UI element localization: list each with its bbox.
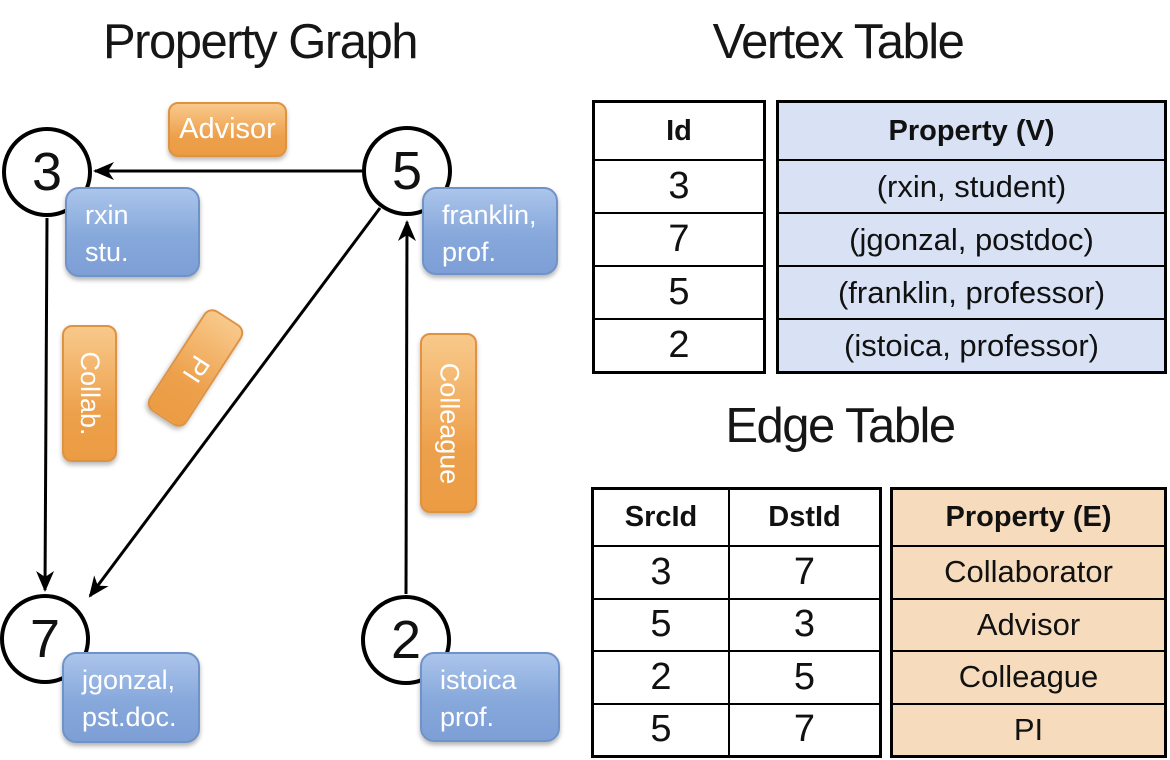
node-label-7: jgonzal, pst.doc.	[62, 652, 200, 743]
vertex-row-property: (istoica, professor)	[779, 318, 1164, 371]
edge-row-srcid: 5	[594, 702, 728, 756]
vertex-col-header-id: Id	[666, 114, 692, 147]
edge-row-property: Collaborator	[893, 545, 1164, 598]
edge-row-property: Colleague	[893, 650, 1164, 703]
node-label-5: franklin, prof.	[422, 187, 558, 275]
node-label-7-line2: pst.doc.	[82, 702, 177, 732]
vertex-row-id: 3	[595, 159, 763, 212]
node-id-3: 3	[31, 142, 63, 202]
vertex-row-property: (rxin, student)	[779, 159, 1164, 212]
vertex-col-header-property: Property (V)	[888, 114, 1055, 147]
edge-row-srcid: 5	[594, 597, 728, 651]
vertex-table-title: Vertex Table	[712, 15, 965, 69]
node-label-3-line1: rxin	[85, 200, 129, 230]
node-id-5: 5	[391, 141, 423, 201]
edge-col-header-srcid: SrcId	[624, 501, 698, 533]
edge-row-srcid: 2	[594, 650, 728, 703]
edge-row-dstid: 3	[728, 597, 879, 650]
graph-edges-svg	[36, 162, 416, 598]
edge-line-pi	[88, 207, 382, 598]
vertex-table-id-column: Id 3 7 5 2	[592, 100, 766, 374]
edge-table-property-column: Property (E) Collaborator Advisor Collea…	[890, 487, 1167, 758]
vertex-row-id: 2	[595, 318, 763, 371]
node-label-7-line1: jgonzal,	[82, 665, 176, 695]
edge-line-collab	[36, 217, 55, 592]
edge-label-collab: Collab.	[62, 325, 117, 462]
edge-table-title: Edge Table	[725, 399, 956, 453]
edge-row-dstid: 7	[728, 702, 879, 755]
node-label-2: istoica prof.	[420, 652, 560, 742]
edge-table-id-columns: SrcId DstId 3 7 5 3 2 5 5 7	[591, 487, 882, 758]
node-label-2-line1: istoica	[440, 665, 517, 695]
edge-label-advisor: Advisor	[168, 102, 287, 157]
edge-row-dstid: 5	[728, 650, 879, 703]
node-label-2-line2: prof.	[440, 702, 495, 732]
node-label-5-line2: prof.	[442, 237, 497, 267]
edge-label-colleague: Colleague	[420, 333, 477, 513]
edge-row-property: PI	[893, 702, 1164, 756]
edge-col-header-property: Property (E)	[945, 501, 1112, 533]
node-label-3-line2: stu.	[85, 237, 129, 267]
vertex-table-property-column: Property (V) (rxin, student) (jgonzal, p…	[776, 100, 1167, 374]
edge-row-property: Advisor	[893, 597, 1164, 651]
node-label-3: rxin stu.	[65, 187, 200, 277]
node-id-2: 2	[390, 610, 422, 670]
property-graph-title: Property Graph	[103, 15, 419, 69]
node-id-7: 7	[29, 609, 61, 669]
vertex-row-id: 7	[595, 212, 763, 265]
edge-label-colleague-text: Colleague	[434, 362, 464, 484]
vertex-row-property: (jgonzal, postdoc)	[779, 212, 1164, 265]
node-circle-5: 5	[362, 126, 452, 216]
edge-label-collab-text: Collab.	[75, 351, 105, 436]
edge-row-srcid: 3	[594, 545, 728, 598]
edge-row-dstid: 7	[728, 545, 879, 598]
vertex-row-id: 5	[595, 265, 763, 318]
node-label-5-line1: franklin,	[442, 200, 537, 230]
vertex-row-property: (franklin, professor)	[779, 265, 1164, 318]
edge-line-colleague	[397, 220, 416, 595]
node-circle-2: 2	[361, 595, 451, 685]
edge-col-header-dstid: DstId	[728, 490, 879, 545]
